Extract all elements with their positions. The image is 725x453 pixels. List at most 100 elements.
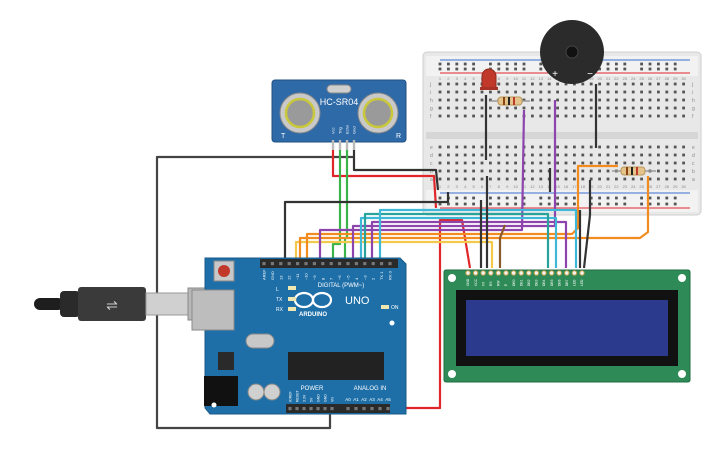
breadboard-hole: [497, 90, 501, 94]
wire-cyan: [359, 216, 558, 268]
rail-hole: [665, 62, 669, 66]
column-label: 25: [639, 76, 644, 81]
breadboard-hole: [497, 161, 501, 165]
breadboard-hole: [673, 114, 677, 118]
wire-black-gnd: [283, 192, 450, 262]
breadboard-hole: [480, 161, 484, 165]
breadboard-hole: [640, 114, 643, 118]
digital-pin-label: GND: [270, 271, 275, 280]
column-label: 3: [456, 76, 459, 81]
rail-hole: [623, 202, 627, 206]
column-label: 21: [606, 184, 611, 189]
breadboard-hole: [539, 145, 543, 149]
column-label: 19: [589, 76, 594, 81]
wire-brown: [498, 224, 507, 268]
breadboard-hole: [505, 114, 509, 118]
rail-hole: [472, 62, 475, 66]
breadboard-hole: [438, 90, 442, 94]
breadboard-hole: [682, 90, 685, 94]
breadboard-hole: [455, 106, 459, 110]
column-label: 13: [539, 184, 544, 189]
rail-hole: [573, 196, 576, 200]
sensor-pin-label: Echo: [345, 124, 350, 134]
lcd-pin: [472, 270, 479, 276]
lcd-pin-label: RW: [497, 280, 501, 286]
breadboard-hole: [522, 177, 526, 181]
breadboard-hole: [505, 90, 509, 94]
breadboard-hole: [438, 106, 442, 110]
breadboard-hole: [581, 145, 585, 149]
breadboard-hole: [623, 153, 627, 157]
rail-hole: [522, 67, 526, 71]
breadboard-hole: [531, 106, 534, 110]
breadboard-hole: [556, 161, 559, 165]
header-pin: [338, 262, 342, 266]
breadboard-hole: [547, 90, 551, 94]
wire-green-trig: [331, 150, 342, 262]
breadboard-hole: [589, 161, 593, 165]
breadboard-hole: [539, 161, 543, 165]
breadboard-hole: [589, 169, 593, 173]
breadboard-hole: [640, 153, 643, 157]
breadboard-hole: [631, 114, 635, 118]
row-label: h: [692, 98, 695, 104]
row-label: i: [430, 90, 431, 96]
rail-hole: [648, 67, 652, 71]
breadboard-hole: [564, 177, 568, 181]
breadboard-hole: [497, 153, 501, 157]
breadboard-hole: [573, 90, 576, 94]
breadboard-hole: [564, 153, 568, 157]
lcd-pin: [495, 270, 502, 276]
breadboard-hole: [615, 177, 618, 181]
breadboard-hole: [606, 114, 610, 118]
rail-hole: [615, 196, 618, 200]
breadboard-hole: [640, 82, 643, 86]
breadboard-hole: [573, 82, 576, 86]
breadboard-hole: [463, 145, 467, 149]
analog-pin-label: A4: [377, 397, 383, 402]
column-label: 12: [530, 76, 535, 81]
rail-hole: [623, 196, 627, 200]
rail-hole: [657, 202, 660, 206]
breadboard-hole: [489, 114, 492, 118]
header-pin: [316, 407, 320, 411]
breadboard-hole: [539, 177, 543, 181]
header-pin: [329, 262, 333, 266]
rail-hole: [455, 67, 459, 71]
breadboard-hole: [455, 145, 459, 149]
breadboard-hole: [447, 177, 450, 181]
breadboard-hole: [665, 145, 669, 149]
breadboard-hole: [531, 161, 534, 165]
digital-pin-label: ~11: [295, 273, 300, 280]
rail-hole: [463, 62, 467, 66]
breadboard-hole: [648, 114, 652, 118]
row-label: c: [692, 161, 695, 167]
digital-pin-label: ~3: [362, 275, 367, 280]
breadboard-hole: [657, 90, 660, 94]
lcd-pin: [556, 270, 562, 276]
breadboard-hole: [547, 106, 551, 110]
breadboard-hole: [455, 98, 459, 102]
breadboard-hole: [472, 82, 475, 86]
breadboard-hole: [581, 177, 585, 181]
breadboard-hole: [438, 169, 442, 173]
breadboard-hole: [589, 114, 593, 118]
rail-hole: [447, 67, 450, 71]
breadboard-hole: [463, 114, 467, 118]
breadboard-hole: [447, 98, 450, 102]
breadboard-hole: [598, 106, 601, 110]
breadboard-hole: [514, 153, 517, 157]
breadboard-hole: [472, 114, 475, 118]
breadboard-hole: [682, 114, 685, 118]
rail-hole: [606, 67, 610, 71]
column-label: 4: [464, 76, 467, 81]
column-label: 28: [665, 184, 670, 189]
breadboard-hole: [547, 145, 551, 149]
breadboard-hole: [489, 90, 492, 94]
breadboard-hole: [615, 114, 618, 118]
rail-hole: [657, 196, 660, 200]
analog-label: ANALOG IN: [354, 386, 387, 392]
breadboard-hole: [489, 161, 492, 165]
power-pin-label: 5V: [310, 397, 314, 402]
